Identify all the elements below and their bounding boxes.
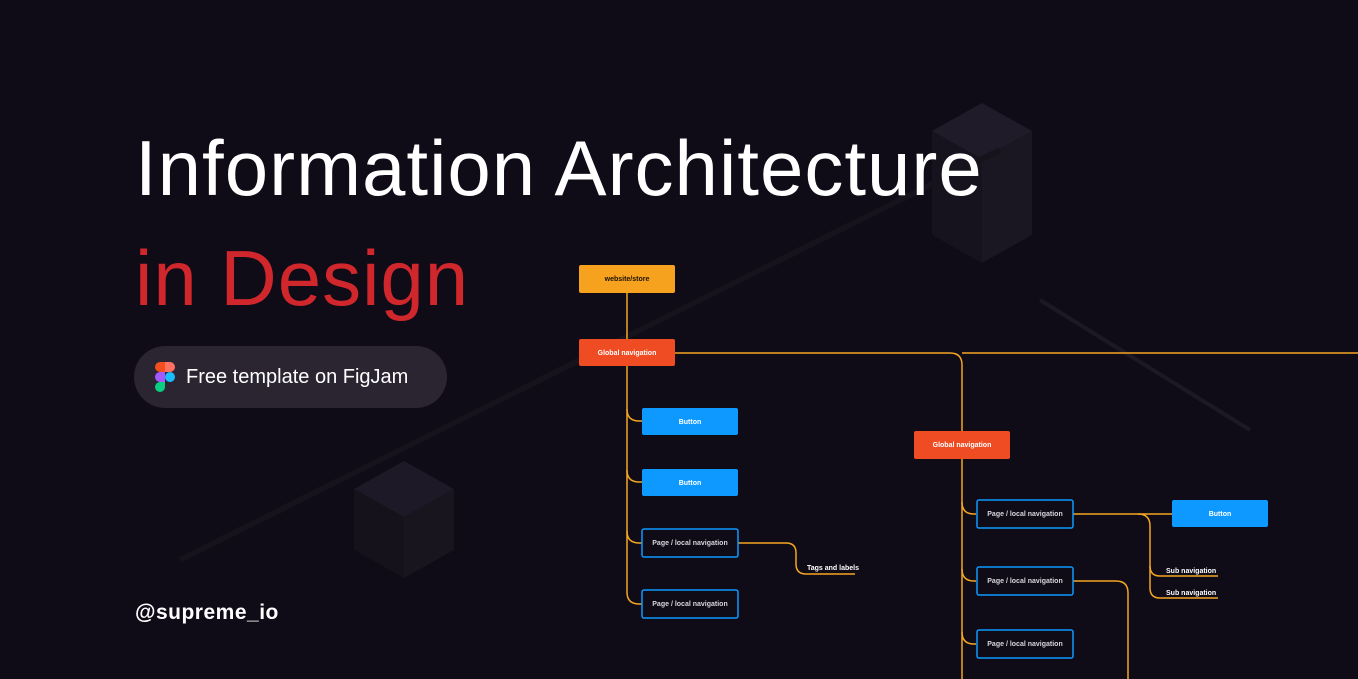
background-streak <box>1038 298 1252 432</box>
figjam-template-label: Free template on FigJam <box>186 365 409 388</box>
headline-line-2: in Design <box>135 234 470 322</box>
background-cube-bottom-left <box>354 461 454 578</box>
node-page-local-navigation-1[interactable]: Page / local navigation <box>641 528 739 558</box>
node-page-local-navigation-3[interactable]: Page / local navigation <box>976 499 1074 529</box>
node-page-local-navigation-4-label: Page / local navigation <box>987 578 1062 585</box>
node-website-store-label: website/store <box>604 276 650 283</box>
node-global-navigation[interactable]: Global navigation <box>579 339 675 366</box>
node-page-local-navigation-2-label: Page / local navigation <box>652 601 727 608</box>
author-handle[interactable]: @supreme_io <box>135 601 279 624</box>
node-global-navigation-label: Global navigation <box>598 350 657 357</box>
figma-logo-icon <box>155 362 175 392</box>
figjam-template-button[interactable]: Free template on FigJam <box>134 346 447 408</box>
node-page-local-navigation-5-label: Page / local navigation <box>987 641 1062 648</box>
node-page-local-navigation-4[interactable]: Page / local navigation <box>976 566 1074 596</box>
node-button-2[interactable]: Button <box>642 469 738 496</box>
node-page-local-navigation-3-label: Page / local navigation <box>987 511 1062 518</box>
headline-line-1: Information Architecture <box>135 124 983 212</box>
node-button-1[interactable]: Button <box>642 408 738 435</box>
node-global-navigation-right[interactable]: Global navigation <box>914 431 1010 459</box>
node-button-2-label: Button <box>679 480 702 487</box>
node-button-3[interactable]: Button <box>1172 500 1268 527</box>
connectors <box>626 293 1358 679</box>
node-button-3-label: Button <box>1209 511 1232 518</box>
node-website-store[interactable]: website/store <box>579 265 675 293</box>
node-button-1-label: Button <box>679 419 702 426</box>
sub-navigation-label-1: Sub navigation <box>1166 568 1216 575</box>
node-page-local-navigation-5[interactable]: Page / local navigation <box>976 629 1074 659</box>
node-global-navigation-right-label: Global navigation <box>933 442 992 449</box>
sub-navigation-label-2: Sub navigation <box>1166 590 1216 597</box>
tags-and-labels-label: Tags and labels <box>807 565 859 572</box>
node-page-local-navigation-2[interactable]: Page / local navigation <box>641 589 739 619</box>
node-page-local-navigation-1-label: Page / local navigation <box>652 540 727 547</box>
